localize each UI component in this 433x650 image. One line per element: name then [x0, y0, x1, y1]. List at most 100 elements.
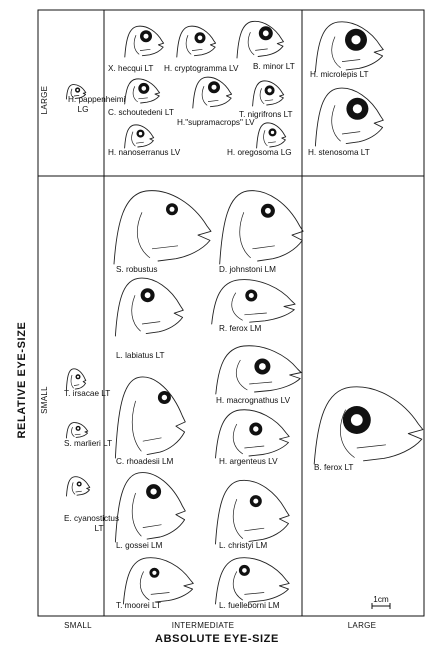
- head-moorei-pupil: [152, 570, 157, 575]
- label-hecqui: X. hecqui LT: [108, 64, 153, 73]
- head-ferox-r-outline: [211, 279, 296, 325]
- head-robustus-pupil: [169, 206, 175, 212]
- label-johnstoni: D. johnstoni LM: [219, 265, 276, 274]
- label-microlepis: H. microlepis LT: [310, 70, 369, 79]
- head-supramacrops: [192, 76, 233, 109]
- head-microlepis-outline: [314, 21, 384, 73]
- label-rhoadesii: C. rhoadesii LM: [116, 457, 174, 466]
- head-schoutedeni: [124, 78, 161, 105]
- head-gossei-outline: [114, 472, 186, 543]
- head-gossei-pupil: [150, 488, 157, 495]
- head-oregosoma-gill-line: [263, 130, 276, 147]
- head-argenteus-gill-line: [232, 423, 265, 455]
- grid: [37, 9, 425, 617]
- head-irsacae-gill-line: [70, 374, 80, 389]
- head-stenosoma: [314, 87, 384, 147]
- head-ferox-b-pupil: [350, 414, 363, 426]
- head-marlieri-gill-line: [71, 426, 81, 437]
- head-minor-pupil: [262, 30, 269, 37]
- label-ferox-b: B. ferox LT: [314, 463, 353, 472]
- y-label-large: LARGE: [40, 86, 49, 115]
- head-argenteus: [215, 409, 290, 459]
- label-oregosoma: H. oregosoma LG: [227, 148, 292, 157]
- head-fuelleborni-pupil: [242, 568, 247, 573]
- head-cryptogramma: [176, 25, 217, 58]
- head-nanoserranus-pupil: [138, 131, 143, 136]
- x-label-small: SMALL: [64, 621, 92, 630]
- head-nigrifrons: [252, 80, 285, 107]
- head-pappenheimi: [65, 84, 87, 100]
- head-robustus: [113, 190, 212, 265]
- label-macrognathus: H. macrognathus LV: [216, 396, 291, 405]
- head-irsacae: [65, 368, 87, 391]
- head-moorei-gill-line: [139, 571, 170, 601]
- head-supramacrops-pupil: [211, 84, 217, 90]
- head-gossei: [114, 472, 186, 543]
- label-minor: B. minor LT: [253, 62, 295, 71]
- head-cyanostictus-pupil: [78, 482, 81, 486]
- label-gossei: L. gossei LM: [116, 541, 163, 550]
- head-cyanostictus: [66, 476, 91, 497]
- head-fuelleborni-gill-line: [232, 571, 265, 601]
- head-irsacae-pupil: [76, 375, 80, 378]
- head-nigrifrons-pupil: [267, 88, 272, 93]
- head-ferox-r-pupil: [248, 293, 254, 298]
- head-cyanostictus-gill-line: [71, 482, 82, 495]
- fish-head-drawings: [65, 20, 424, 605]
- head-schoutedeni-gill-line: [132, 86, 148, 103]
- head-macrognathus-gill-line: [235, 359, 273, 391]
- head-labiatus-outline: [114, 277, 184, 337]
- head-nigrifrons-outline: [252, 80, 285, 107]
- head-nanoserranus-gill-line: [131, 131, 144, 147]
- head-rhoadesii-pupil: [161, 394, 168, 401]
- head-christyi: [215, 479, 290, 545]
- svg-text:1cm: 1cm: [373, 595, 389, 604]
- head-rhoadesii: [114, 376, 186, 459]
- label-christyi: L. christyi LM: [219, 541, 267, 550]
- label-moorei: T. moorei LT: [116, 601, 161, 610]
- label-irsacae: T. irsacae LT: [64, 389, 110, 398]
- head-ferox-b-outline: [313, 386, 424, 465]
- scale-bar: 1cm: [371, 595, 391, 609]
- head-macrognathus-outline: [215, 345, 302, 395]
- head-hecqui-outline: [124, 25, 165, 58]
- head-ferox-r: [211, 279, 296, 325]
- head-schoutedeni-pupil: [141, 86, 147, 91]
- head-ferox-r-gill-line: [231, 292, 267, 321]
- label-nigrifrons: T. nigrifrons LT: [239, 110, 293, 119]
- head-christyi-pupil: [253, 498, 259, 504]
- label-nanoserranus: H. nanoserranus LV: [108, 148, 181, 157]
- head-argenteus-outline: [215, 409, 290, 459]
- head-cryptogramma-pupil: [197, 35, 203, 41]
- head-johnstoni-outline: [219, 190, 304, 265]
- head-johnstoni-gill-line: [239, 212, 275, 259]
- head-schoutedeni-outline: [124, 78, 161, 105]
- head-oregosoma: [256, 122, 287, 149]
- label-marlieri: S. marlieri LT: [64, 439, 112, 448]
- x-label-intermediate: INTERMEDIATE: [172, 621, 235, 630]
- head-labiatus-pupil: [144, 292, 151, 299]
- head-rhoadesii-outline: [114, 376, 186, 459]
- head-cryptogramma-outline: [176, 25, 217, 58]
- head-supramacrops-outline: [192, 76, 233, 109]
- head-stenosoma-gill-line: [331, 105, 361, 142]
- head-microlepis-pupil: [351, 35, 361, 45]
- head-irsacae-outline: [65, 368, 87, 391]
- head-nanoserranus: [124, 124, 155, 149]
- head-hecqui-pupil: [143, 33, 149, 39]
- y-label-small: SMALL: [40, 386, 49, 414]
- head-nigrifrons-gill-line: [259, 88, 274, 105]
- head-pappenheimi-pupil: [76, 88, 79, 92]
- label-schoutedeni: C. schoutedeni LT: [108, 108, 174, 117]
- head-labiatus: [114, 277, 184, 337]
- head-macrognathus-pupil: [259, 363, 266, 370]
- head-moorei-outline: [122, 557, 194, 605]
- head-argenteus-pupil: [253, 426, 259, 432]
- head-ferox-b-gill-line: [340, 409, 386, 458]
- head-macrognathus: [215, 345, 302, 395]
- head-rhoadesii-gill-line: [131, 400, 162, 452]
- label-cyanostictus: E. cyanostictus: [64, 514, 119, 523]
- head-minor-outline: [236, 20, 284, 59]
- head-hecqui: [124, 25, 165, 58]
